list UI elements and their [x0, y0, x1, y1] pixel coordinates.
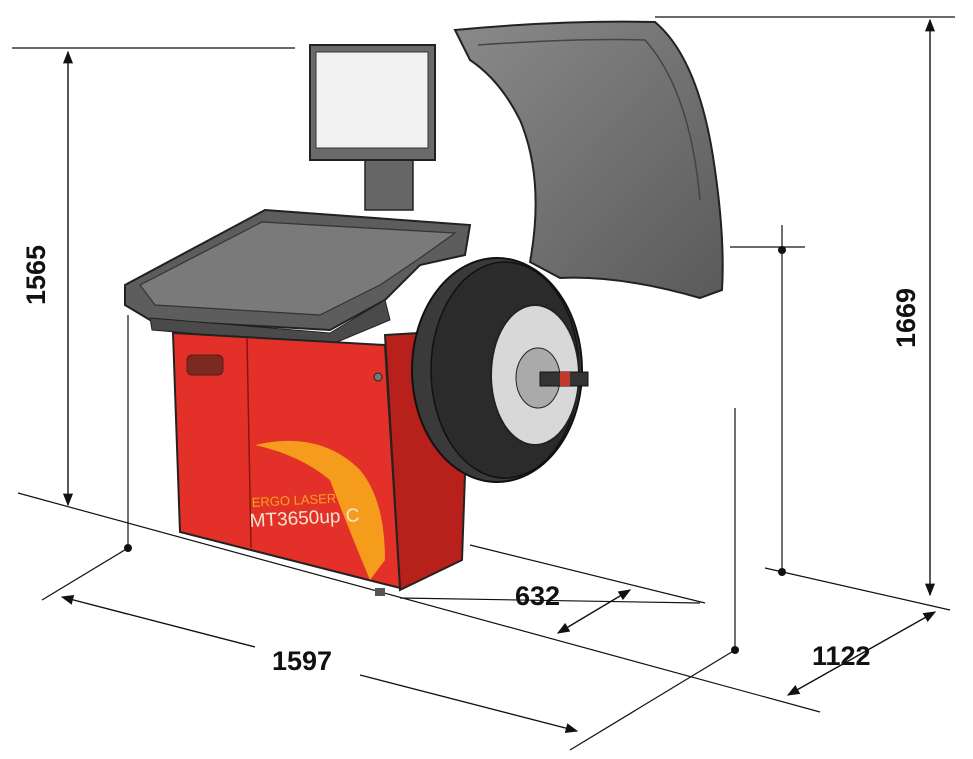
dimension-arrow-1597-right — [359, 674, 579, 734]
cabinet — [171, 328, 472, 596]
extension-lines — [12, 16, 955, 751]
dimension-label-1565: 1565 — [21, 245, 51, 305]
product-line-label: ERGO LASER — [251, 491, 336, 510]
monitor — [309, 44, 436, 211]
dimension-arrow-1122 — [786, 611, 937, 696]
dimension-dots — [124, 246, 786, 654]
dimension-label-1597: 1597 — [272, 646, 332, 676]
wheel-guard-hood — [453, 20, 724, 300]
dimension-arrow-1597-left — [60, 594, 256, 648]
dimension-label-632: 632 — [515, 581, 560, 611]
dimension-arrow-632 — [556, 589, 632, 634]
dimension-label-1669: 1669 — [891, 288, 921, 348]
accessory-tray-top — [124, 208, 472, 346]
dimension-label-1122: 1122 — [812, 641, 871, 671]
wheel — [411, 257, 589, 483]
